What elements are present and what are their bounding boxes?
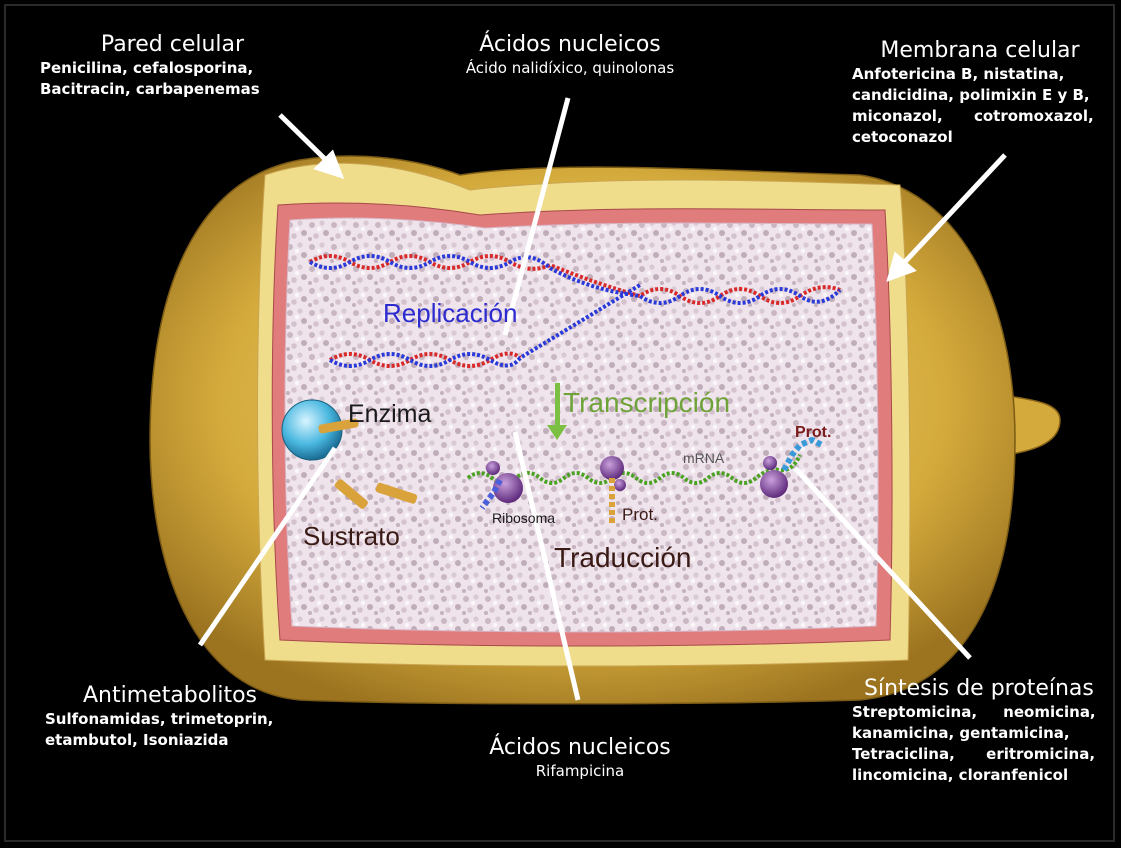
callout-drug-line: Streptomicina, neomicina, <box>852 702 1110 723</box>
ribosome-left-small <box>486 461 500 475</box>
ribosome-center-small <box>614 479 626 491</box>
callout-title: Ácidos nucleicos <box>430 32 710 58</box>
label-mrna: mRNA <box>683 450 725 466</box>
label-ribosoma: Ribosoma <box>492 510 555 526</box>
callout-drug-line: Penicilina, cefalosporina, <box>40 58 305 79</box>
callout-antimetabolitos: Antimetabolitos Sulfonamidas, trimetopri… <box>45 683 315 751</box>
label-sustrato: Sustrato <box>303 521 400 551</box>
label-transcripcion: Transcripción <box>563 387 730 418</box>
label-replicacion: Replicación <box>383 298 517 328</box>
ribosome-right <box>760 470 788 498</box>
callout-drug-line: kanamicina, gentamicina, <box>852 723 1110 744</box>
callout-drug-line: lincomicina, cloranfenicol <box>852 765 1110 786</box>
callout-drug-line: Bacitracin, carbapenemas <box>40 79 305 100</box>
callout-title: Membrana celular <box>852 38 1108 64</box>
callout-drug-line: Rifampicina <box>460 761 700 782</box>
label-prot-center: Prot. <box>622 505 658 524</box>
label-prot-right: Prot. <box>795 424 831 441</box>
callout-drug-line: Tetraciclina, eritromicina, <box>852 744 1110 765</box>
callout-acidos-nucleicos-bottom: Ácidos nucleicos Rifampicina <box>460 735 700 782</box>
ribosome-right-small <box>763 456 777 470</box>
arrow-pared-celular <box>280 115 328 162</box>
callout-drug-line: Ácido nalidíxico, quinolonas <box>430 58 710 79</box>
label-enzima: Enzima <box>348 400 431 428</box>
callout-drug-line: Sulfonamidas, trimetoprin, <box>45 709 315 730</box>
callout-drug-line: cetoconazol <box>852 127 1108 148</box>
callout-drug-line: etambutol, Isoniazida <box>45 730 315 751</box>
callout-title: Pared celular <box>40 32 305 58</box>
callout-drug-line: Anfotericina B, nistatina, <box>852 64 1108 85</box>
callout-drug-line: miconazol, cotromoxazol, <box>852 106 1108 127</box>
ribosome-center <box>600 456 624 480</box>
callout-sintesis-proteinas: Síntesis de proteínas Streptomicina, neo… <box>852 676 1110 786</box>
label-traduccion: Traducción <box>554 542 691 573</box>
callout-drug-line: candicidina, polimixin E y B, <box>852 85 1108 106</box>
callout-acidos-nucleicos-top: Ácidos nucleicos Ácido nalidíxico, quino… <box>430 32 710 79</box>
callout-title: Síntesis de proteínas <box>852 676 1110 702</box>
callout-pared-celular: Pared celular Penicilina, cefalosporina,… <box>40 32 305 100</box>
callout-title: Ácidos nucleicos <box>460 735 700 761</box>
callout-membrana-celular: Membrana celular Anfotericina B, nistati… <box>852 38 1108 148</box>
callout-title: Antimetabolitos <box>45 683 315 709</box>
